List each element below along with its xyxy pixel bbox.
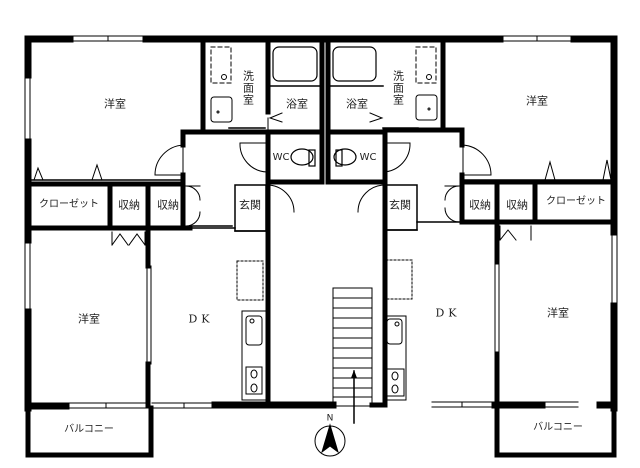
left-toilet-label: WC [272,152,290,163]
stairs [332,287,373,424]
left-western-room-lower-label: 洋室 [78,312,100,326]
right-dk-label: DK [435,306,461,320]
washers [210,46,437,84]
left-entrance-label: 玄関 [239,198,261,212]
left-storage-1-label: 収納 [118,198,140,212]
right-western-room-upper-label: 洋室 [526,94,548,108]
kitchen-counters [241,310,407,401]
right-toilet-label: WC [359,152,377,163]
toilets [290,148,357,167]
right-western-room-lower-label: 洋室 [547,306,569,320]
wash-basins [210,74,438,123]
right-balcony-label: バルコニー [533,422,583,433]
stair-arrow-head [351,370,357,378]
left-closet-label: クローゼット [39,199,99,210]
right-bathroom-label: 浴室 [346,97,368,111]
bath-door-swing [268,112,384,123]
right-washroom-label: 洗面室 [391,70,405,106]
interior-walls-thick [25,36,617,408]
right-storage-2-label: 収納 [506,198,528,212]
kitchen-fridge-spaces [236,259,413,301]
interior-walls-thin [31,85,612,232]
left-storage-2-label: 収納 [157,198,179,212]
left-balcony-label: バルコニー [64,424,114,435]
left-dk-label: DK [188,312,214,326]
left-western-room-upper-label: 洋室 [104,97,126,111]
right-storage-1-label: 収納 [469,198,491,212]
right-closet-label: クローゼット [546,196,606,207]
balconies [25,405,617,458]
left-washroom-label: 洗面室 [241,70,255,106]
compass-north-label: N [326,413,334,424]
right-entrance-label: 玄関 [389,198,411,212]
bathtubs [272,46,377,82]
doors [33,142,612,246]
left-bathroom-label: 浴室 [286,97,308,111]
windows [24,35,618,409]
north-arrow-icon [314,423,346,457]
